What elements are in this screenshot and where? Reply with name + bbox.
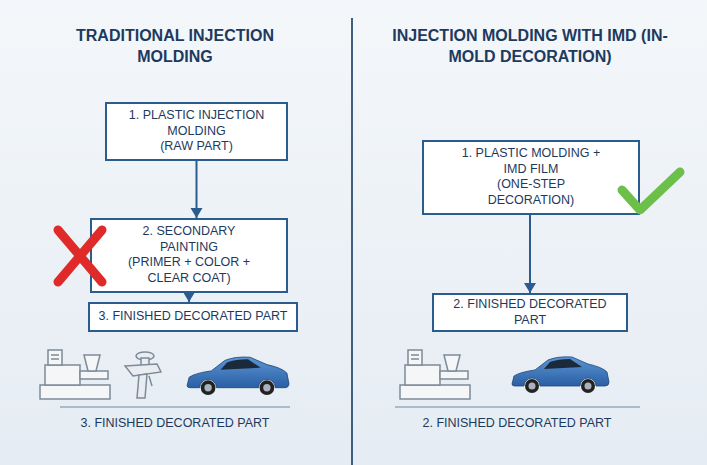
cross-mark — [58, 230, 102, 282]
process-box: 1. PLASTIC INJECTION MOLDING(RAW PART) — [105, 102, 288, 161]
box-text: (ONE-STEP DECORATION) — [454, 177, 608, 208]
column-title: INJECTION MOLDING WITH IMD (IN-MOLD DECO… — [380, 26, 680, 68]
car-icon — [512, 357, 609, 393]
process-box: 3. FINISHED DECORATED PART — [88, 302, 298, 332]
separator-line — [395, 406, 640, 408]
caption-label: 2. FINISHED DECORATED PART — [392, 416, 642, 430]
divider-line — [351, 18, 353, 465]
car-icon — [187, 357, 289, 395]
box-text: (PRIMER + COLOR + CLEAR COAT) — [114, 255, 264, 286]
check-mark — [622, 172, 680, 210]
box-text: 1. PLASTIC INJECTION MOLDING — [117, 108, 276, 139]
molding-machine-icon — [40, 350, 110, 399]
process-box: 2. FINISHED DECORATED PART — [432, 293, 628, 332]
separator-line — [60, 406, 290, 408]
flow-arrow — [183, 292, 195, 302]
box-text: 2. FINISHED DECORATED PART — [440, 297, 620, 328]
column-title: TRADITIONAL INJECTION MOLDING — [70, 26, 280, 68]
spray-gun-icon — [125, 352, 161, 398]
box-text: 3. FINISHED DECORATED PART — [99, 309, 288, 325]
box-text: (RAW PART) — [160, 139, 233, 155]
box-text: 1. PLASTIC MOLDING + IMD FILM — [454, 146, 608, 177]
box-text: 2. SECONDARY PAINTING — [114, 224, 264, 255]
process-box: 2. SECONDARY PAINTING(PRIMER + COLOR + C… — [90, 218, 288, 293]
process-box: 1. PLASTIC MOLDING + IMD FILM(ONE-STEP D… — [422, 140, 640, 215]
caption-label: 3. FINISHED DECORATED PART — [55, 416, 295, 430]
molding-machine-icon — [400, 350, 470, 399]
flow-arrow — [191, 161, 203, 218]
flow-arrow — [524, 215, 536, 294]
